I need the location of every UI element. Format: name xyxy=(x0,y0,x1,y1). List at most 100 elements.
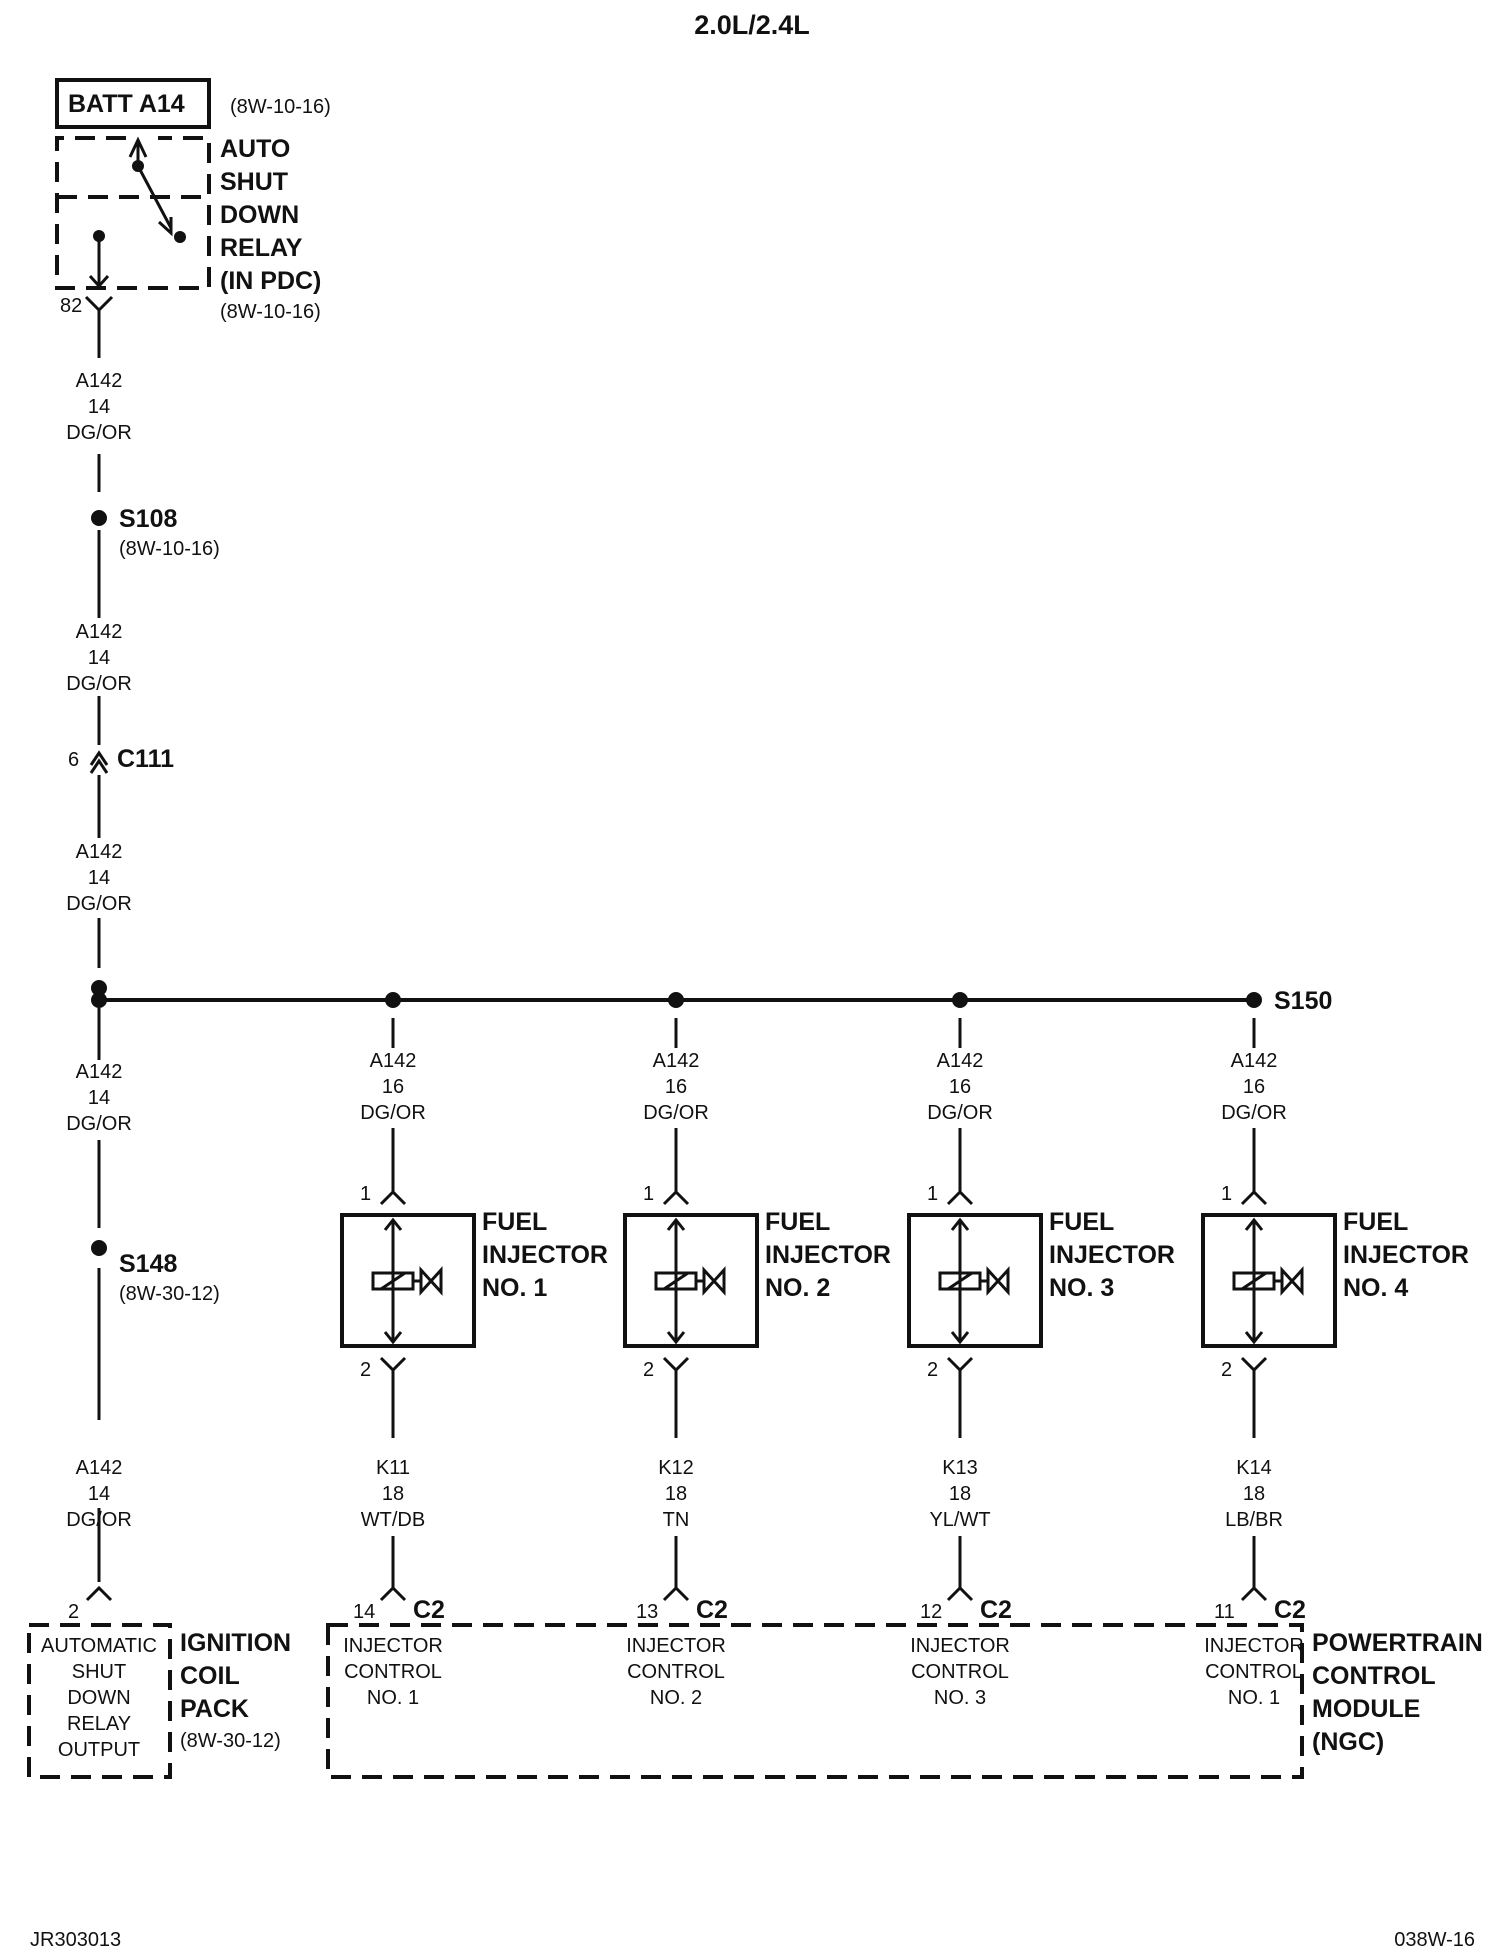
ignition-coil-box-line-1: AUTOMATIC xyxy=(41,1635,157,1657)
injector-name-1: FUEL xyxy=(1049,1208,1114,1236)
injector-ctrl-gauge: 18 xyxy=(665,1483,687,1505)
pcm-input-line-2: CONTROL xyxy=(911,1661,1009,1683)
injector-name-2: INJECTOR xyxy=(482,1241,608,1269)
injector-feed-circuit: A142 xyxy=(1231,1050,1278,1072)
injector-pin-in: 1 xyxy=(643,1183,654,1205)
injector-pin-in: 1 xyxy=(1221,1183,1232,1205)
injector-feed-gauge: 16 xyxy=(949,1076,971,1098)
pcm-pin: 11 xyxy=(1214,1601,1235,1623)
pcm-name-4: (NGC) xyxy=(1312,1728,1384,1756)
pcm-input-line-2: CONTROL xyxy=(1205,1661,1303,1683)
fuel-injector-circuit-4: A142 16 DG/OR 1 2 K14 18 LB/BR 11 C2 INJ… xyxy=(1201,1018,1469,1709)
pcm-name-3: MODULE xyxy=(1312,1695,1420,1723)
ignition-coil-box xyxy=(27,1623,172,1779)
c111-label: C111 xyxy=(117,745,174,773)
injector-ctrl-color: TN xyxy=(663,1509,690,1531)
trunk-wire-5-color: DG/OR xyxy=(66,1509,132,1531)
injector-ctrl-gauge: 18 xyxy=(949,1483,971,1505)
injector-pin-out: 2 xyxy=(927,1359,938,1381)
injector-feed-gauge: 16 xyxy=(1243,1076,1265,1098)
pcm-connector: C2 xyxy=(413,1596,445,1624)
injector-box xyxy=(623,1213,759,1348)
pcm-input-line-3: NO. 1 xyxy=(367,1687,419,1709)
injector-valve-icon xyxy=(419,1266,443,1296)
pcm-input-line-3: NO. 3 xyxy=(934,1687,986,1709)
batt-box xyxy=(55,78,211,129)
asd-relay-line-5: (IN PDC) xyxy=(220,267,321,295)
pcm-pin: 14 xyxy=(353,1601,375,1623)
injector-ctrl-gauge: 18 xyxy=(1243,1483,1265,1505)
trunk-wire-4-circuit: A142 xyxy=(76,1061,123,1083)
injector-ctrl-gauge: 18 xyxy=(382,1483,404,1505)
injector-pin-out: 2 xyxy=(1221,1359,1232,1381)
injector-valve-icon xyxy=(1280,1266,1304,1296)
batt-ref: (8W-10-16) xyxy=(230,96,331,118)
injector-valve-icon xyxy=(986,1266,1010,1296)
injector-name-1: FUEL xyxy=(1343,1208,1408,1236)
trunk-wire-1-color: DG/OR xyxy=(66,422,132,444)
asd-relay-line-4: RELAY xyxy=(220,234,303,262)
injector-ctrl-circuit: K12 xyxy=(658,1457,694,1479)
trunk-wire-2-color: DG/OR xyxy=(66,673,132,695)
injector-feed-color: DG/OR xyxy=(927,1102,993,1124)
pcm-box xyxy=(326,1623,1304,1779)
trunk-wire-3-circuit: A142 xyxy=(76,841,123,863)
fuel-injector-circuit-2: A142 16 DG/OR 1 2 K12 18 TN 13 C2 INJECT… xyxy=(623,1018,891,1709)
injector-name-1: FUEL xyxy=(765,1208,830,1236)
trunk-wire-4-color: DG/OR xyxy=(66,1113,132,1135)
ignition-coil-box-line-4: RELAY xyxy=(67,1713,131,1735)
injector-ctrl-circuit: K13 xyxy=(942,1457,978,1479)
injector-pin-out: 2 xyxy=(360,1359,371,1381)
batt-label: BATT A14 xyxy=(68,90,185,118)
injector-box xyxy=(340,1213,476,1348)
injector-name-1: FUEL xyxy=(482,1208,547,1236)
trunk-wire-1-gauge: 14 xyxy=(88,396,110,418)
injector-feed-circuit: A142 xyxy=(937,1050,984,1072)
injector-feed-color: DG/OR xyxy=(643,1102,709,1124)
injector-feed-color: DG/OR xyxy=(360,1102,426,1124)
ignition-coil-name-3: PACK xyxy=(180,1695,249,1723)
pcm-connector: C2 xyxy=(980,1596,1012,1624)
pcm-input-line-1: INJECTOR xyxy=(626,1635,726,1657)
trunk-wire-1-circuit: A142 xyxy=(76,370,123,392)
injector-feed-color: DG/OR xyxy=(1221,1102,1287,1124)
trunk-wire-5-circuit: A142 xyxy=(76,1457,123,1479)
pcm-input-line-2: CONTROL xyxy=(627,1661,725,1683)
injector-ctrl-color: WT/DB xyxy=(361,1509,425,1531)
asd-relay-line-3: DOWN xyxy=(220,201,299,229)
injector-name-3: NO. 4 xyxy=(1343,1274,1408,1302)
pin-82: 82 xyxy=(60,295,82,317)
injector-pin-in: 1 xyxy=(360,1183,371,1205)
ignition-coil-box-line-5: OUTPUT xyxy=(58,1739,140,1761)
main-trunk xyxy=(84,295,114,1602)
injector-name-2: INJECTOR xyxy=(1343,1241,1469,1269)
injector-feed-gauge: 16 xyxy=(665,1076,687,1098)
injector-ctrl-circuit: K14 xyxy=(1236,1457,1272,1479)
fuel-injector-circuit-1: A142 16 DG/OR 1 2 K11 18 WT/DB 14 C2 INJ… xyxy=(340,1018,608,1709)
pcm-input-line-1: INJECTOR xyxy=(910,1635,1010,1657)
pcm-connector: C2 xyxy=(1274,1596,1306,1624)
asd-relay xyxy=(55,136,211,290)
injector-feed-circuit: A142 xyxy=(653,1050,700,1072)
trunk-wire-3-gauge: 14 xyxy=(88,867,110,889)
trunk-wire-5-gauge: 14 xyxy=(88,1483,110,1505)
pcm-pin: 13 xyxy=(636,1601,658,1623)
ignition-coil-box-line-2: SHUT xyxy=(72,1661,126,1683)
pcm-input-line-1: INJECTOR xyxy=(1204,1635,1304,1657)
c111-pin: 6 xyxy=(68,749,79,771)
asd-relay-line-2: SHUT xyxy=(220,168,288,196)
s148-ref: (8W-30-12) xyxy=(119,1283,220,1305)
injector-feed-gauge: 16 xyxy=(382,1076,404,1098)
injector-name-2: INJECTOR xyxy=(765,1241,891,1269)
pcm-input-line-3: NO. 1 xyxy=(1228,1687,1280,1709)
trunk-wire-3-color: DG/OR xyxy=(66,893,132,915)
injector-valve-icon xyxy=(702,1266,726,1296)
injector-name-2: INJECTOR xyxy=(1049,1241,1175,1269)
asd-relay-line-1: AUTO xyxy=(220,135,290,163)
injector-ctrl-color: YL/WT xyxy=(929,1509,990,1531)
injector-pin-in: 1 xyxy=(927,1183,938,1205)
pcm-name-1: POWERTRAIN xyxy=(1312,1629,1483,1657)
s108-label: S108 xyxy=(119,505,177,533)
ignition-coil-box-line-3: DOWN xyxy=(67,1687,130,1709)
